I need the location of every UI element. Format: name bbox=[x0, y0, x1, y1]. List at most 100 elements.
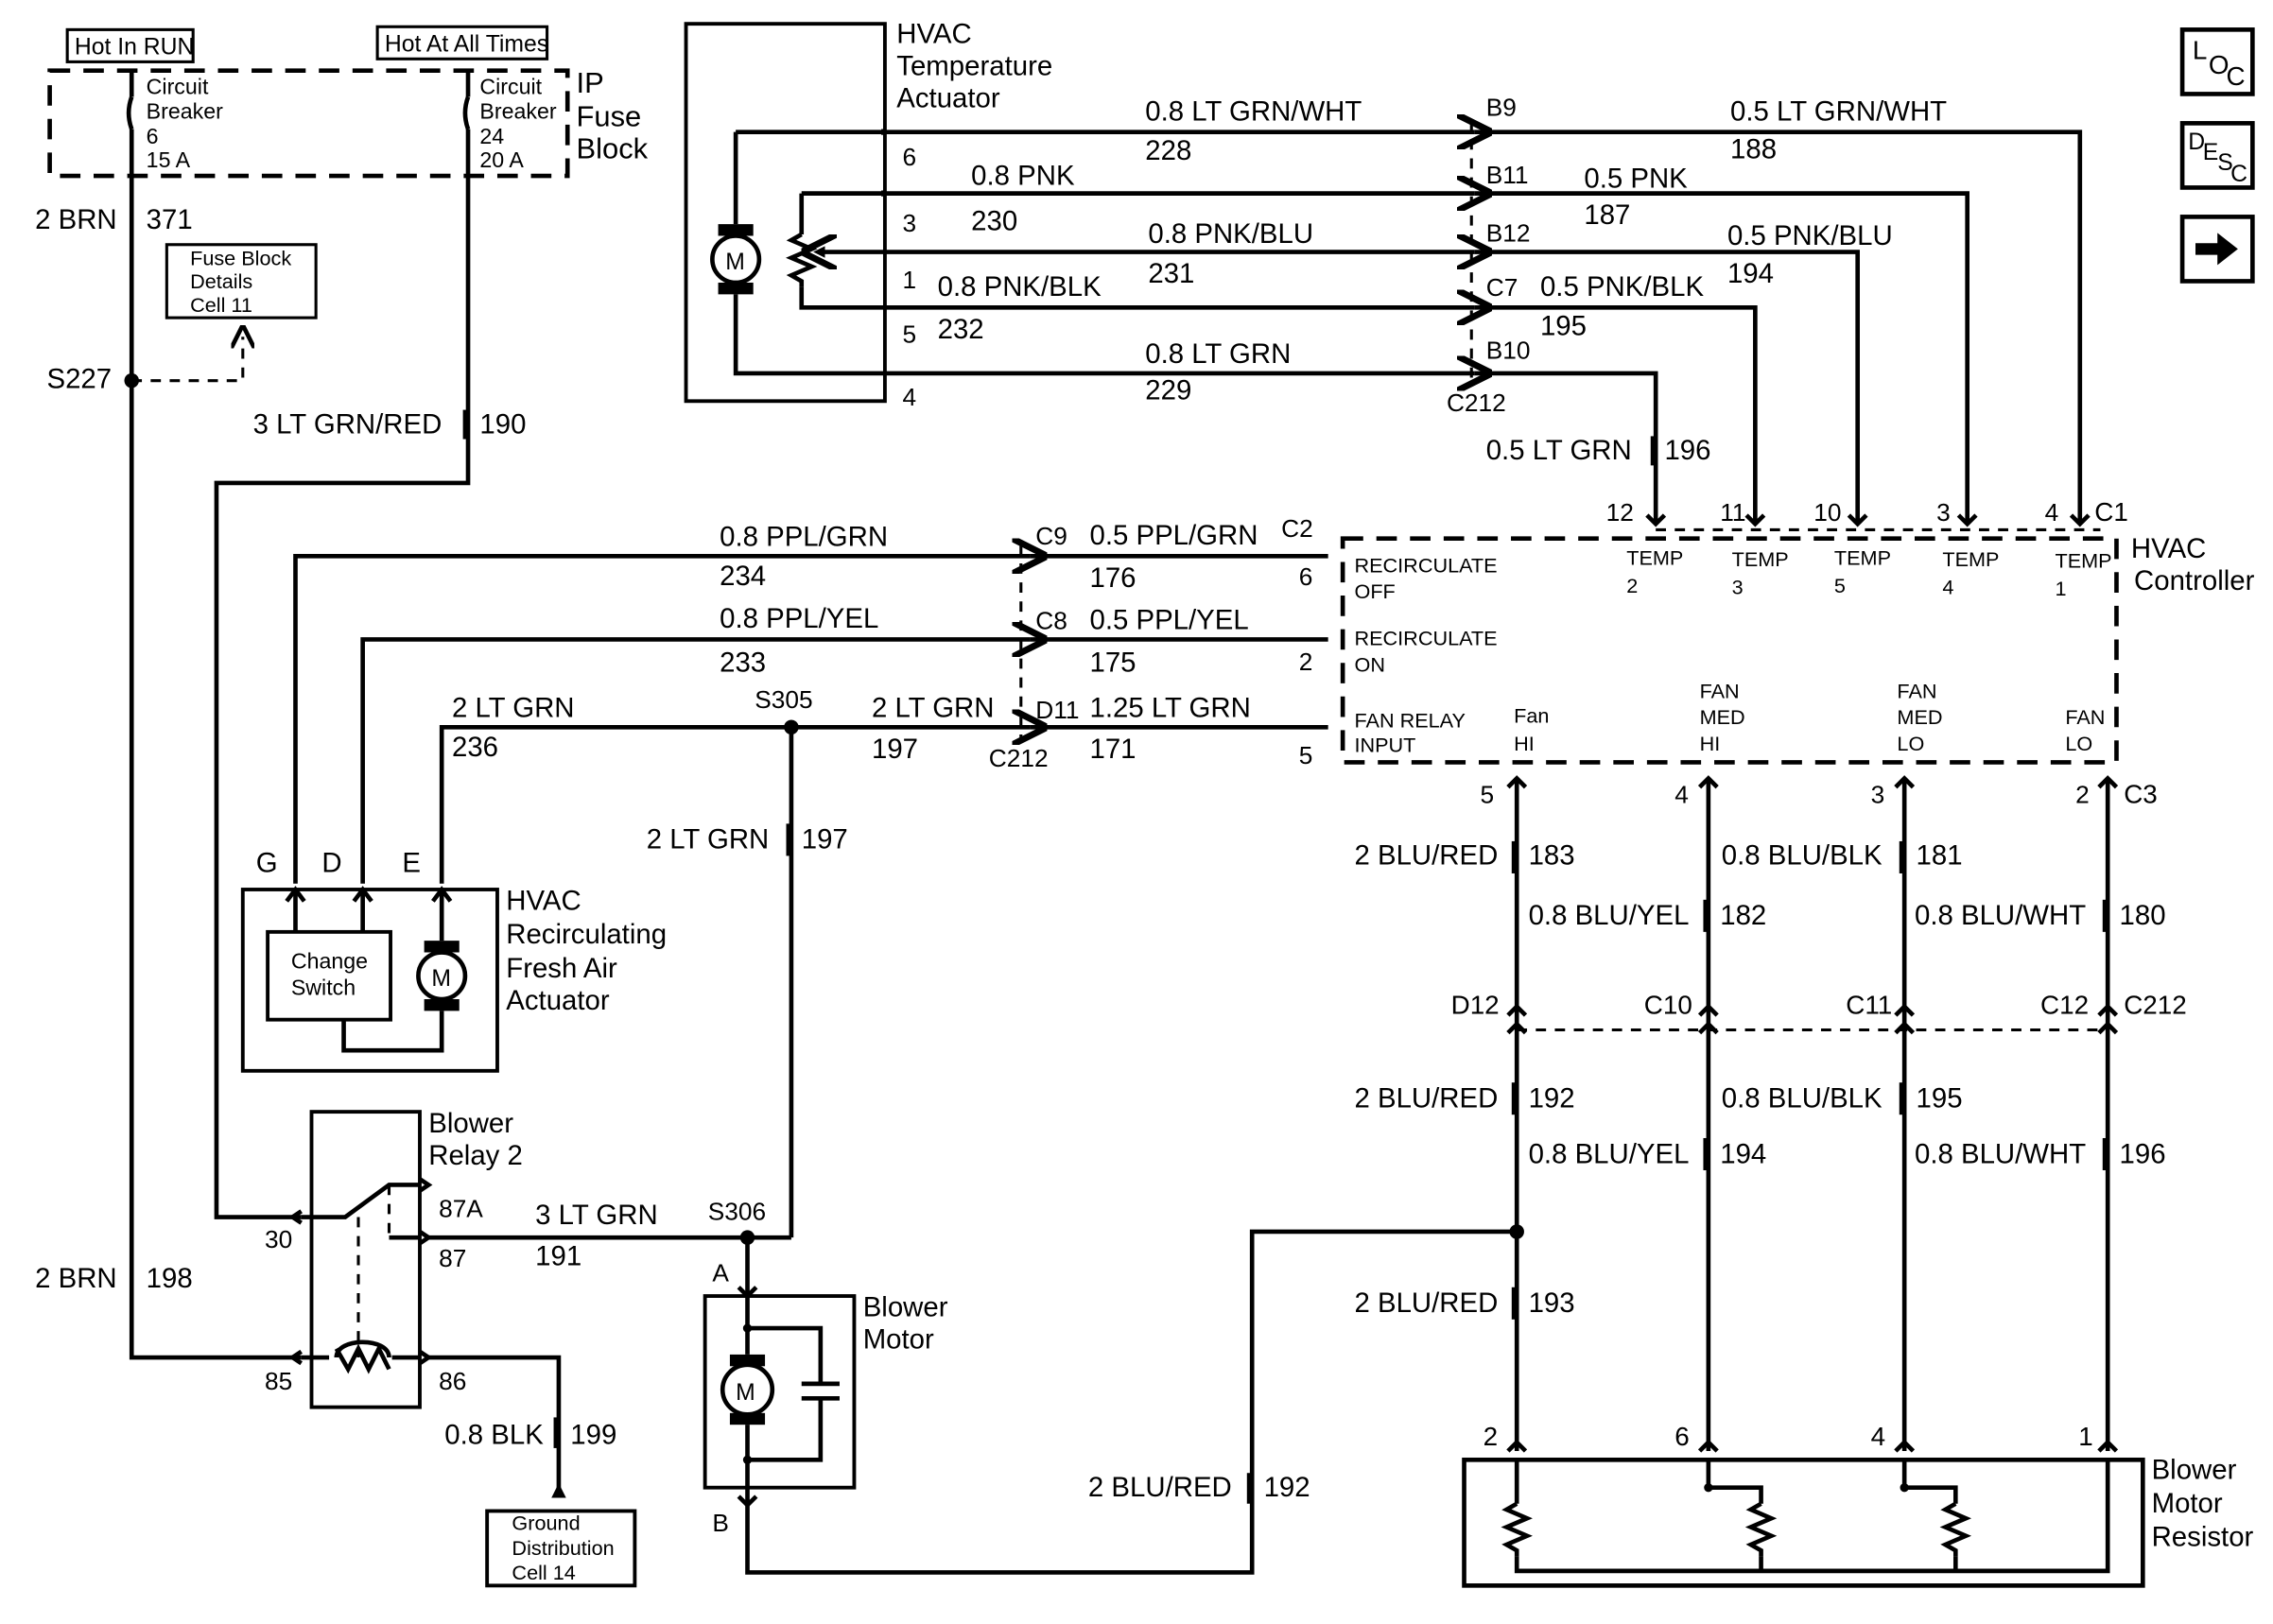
svg-text:S305: S305 bbox=[755, 685, 812, 714]
svg-text:188: 188 bbox=[1730, 134, 1777, 165]
svg-text:2: 2 bbox=[1484, 1422, 1498, 1451]
svg-text:Temperature: Temperature bbox=[896, 50, 1052, 81]
svg-text:15 A: 15 A bbox=[147, 147, 191, 172]
svg-text:C9: C9 bbox=[1035, 522, 1067, 550]
svg-text:Blower: Blower bbox=[2152, 1454, 2237, 1485]
fuse-block-details-link[interactable]: Fuse Block Details Cell 11 bbox=[165, 243, 318, 320]
svg-text:0.8 PNK: 0.8 PNK bbox=[971, 160, 1075, 191]
svg-text:24: 24 bbox=[479, 124, 504, 148]
svg-text:O: O bbox=[2209, 50, 2230, 79]
svg-text:234: 234 bbox=[720, 561, 766, 592]
svg-text:ON: ON bbox=[1354, 652, 1384, 676]
svg-text:A: A bbox=[712, 1259, 729, 1287]
svg-text:0.5 PPL/GRN: 0.5 PPL/GRN bbox=[1089, 520, 1258, 551]
svg-text:C3: C3 bbox=[2124, 780, 2158, 809]
svg-text:C7: C7 bbox=[1486, 273, 1518, 302]
svg-text:TEMP: TEMP bbox=[1626, 546, 1683, 570]
svg-text:180: 180 bbox=[2120, 900, 2166, 931]
svg-text:10: 10 bbox=[1813, 498, 1841, 527]
svg-text:0.8 LT GRN: 0.8 LT GRN bbox=[1145, 338, 1291, 370]
svg-text:230: 230 bbox=[971, 205, 1017, 236]
svg-text:228: 228 bbox=[1145, 135, 1191, 166]
loc-button[interactable]: L O C bbox=[2179, 27, 2255, 96]
svg-text:0.8 BLK: 0.8 BLK bbox=[444, 1419, 544, 1450]
svg-text:12: 12 bbox=[1606, 498, 1634, 527]
svg-text:195: 195 bbox=[1917, 1082, 1963, 1114]
svg-text:194: 194 bbox=[1727, 258, 1774, 289]
svg-text:3: 3 bbox=[1871, 781, 1885, 809]
controller-c1-wiring: 0.5 LT GRN/WHT 188 0.5 PNK 187 0.5 PNK/B… bbox=[1474, 95, 2101, 531]
svg-text:LO: LO bbox=[1897, 732, 1924, 755]
svg-text:B: B bbox=[712, 1509, 729, 1537]
svg-text:0.8 BLU/WHT: 0.8 BLU/WHT bbox=[1915, 1138, 2086, 1169]
svg-text:C212: C212 bbox=[1447, 389, 1506, 417]
svg-text:Fresh Air: Fresh Air bbox=[506, 953, 617, 984]
svg-text:0.5 LT GRN: 0.5 LT GRN bbox=[1486, 435, 1632, 466]
svg-text:0.8 BLU/YEL: 0.8 BLU/YEL bbox=[1529, 900, 1690, 931]
svg-text:6: 6 bbox=[1674, 1422, 1689, 1451]
svg-text:C12: C12 bbox=[2040, 990, 2089, 1019]
svg-text:199: 199 bbox=[570, 1419, 616, 1450]
svg-text:FAN: FAN bbox=[1897, 679, 1936, 702]
svg-text:5: 5 bbox=[1481, 781, 1495, 809]
svg-text:1: 1 bbox=[902, 266, 916, 294]
svg-text:TEMP: TEMP bbox=[2056, 549, 2112, 573]
splice-s227 bbox=[124, 372, 139, 389]
svg-text:2 BLU/RED: 2 BLU/RED bbox=[1354, 840, 1498, 872]
next-button[interactable] bbox=[2179, 215, 2255, 284]
svg-text:171: 171 bbox=[1089, 734, 1136, 765]
svg-text:M: M bbox=[736, 1380, 755, 1406]
svg-text:TEMP: TEMP bbox=[1834, 546, 1891, 570]
svg-text:233: 233 bbox=[720, 647, 766, 678]
svg-text:HVAC: HVAC bbox=[2131, 533, 2206, 564]
svg-text:2 LT GRN: 2 LT GRN bbox=[872, 692, 995, 723]
svg-text:C212: C212 bbox=[989, 744, 1049, 772]
svg-text:1: 1 bbox=[2056, 577, 2067, 600]
svg-text:IP: IP bbox=[577, 66, 604, 99]
blower-relay-2: Blower Relay 2 87A 87 30 85 86 3 LT GRN … bbox=[265, 1108, 791, 1498]
svg-text:0.8 PPL/GRN: 0.8 PPL/GRN bbox=[720, 521, 888, 552]
svg-text:0.8 LT GRN/WHT: 0.8 LT GRN/WHT bbox=[1145, 95, 1362, 127]
svg-text:0.5 PNK/BLU: 0.5 PNK/BLU bbox=[1727, 220, 1893, 251]
svg-text:HVAC: HVAC bbox=[896, 18, 971, 49]
svg-text:E: E bbox=[402, 847, 421, 878]
svg-text:2: 2 bbox=[2075, 781, 2090, 809]
svg-text:1: 1 bbox=[2078, 1422, 2092, 1451]
svg-text:0.8 BLU/YEL: 0.8 BLU/YEL bbox=[1529, 1138, 1690, 1169]
svg-text:2 LT GRN: 2 LT GRN bbox=[647, 824, 770, 855]
svg-text:C1: C1 bbox=[2094, 497, 2128, 527]
svg-text:C8: C8 bbox=[1035, 607, 1067, 635]
svg-text:5: 5 bbox=[902, 320, 916, 348]
svg-text:E: E bbox=[2203, 140, 2219, 165]
desc-button[interactable]: D E S C bbox=[2179, 121, 2255, 190]
svg-text:TEMP: TEMP bbox=[1732, 547, 1789, 571]
svg-text:6: 6 bbox=[1299, 562, 1313, 591]
svg-text:2: 2 bbox=[1626, 574, 1638, 597]
svg-text:1.25 LT GRN: 1.25 LT GRN bbox=[1089, 692, 1250, 723]
svg-text:FAN: FAN bbox=[1700, 679, 1740, 702]
svg-text:D: D bbox=[2188, 130, 2205, 155]
svg-text:Recirculating: Recirculating bbox=[506, 919, 667, 950]
svg-text:0.8 BLU/BLK: 0.8 BLU/BLK bbox=[1722, 840, 1883, 872]
svg-text:2: 2 bbox=[1299, 648, 1313, 676]
svg-text:191: 191 bbox=[535, 1241, 581, 1272]
svg-text:5: 5 bbox=[1299, 741, 1313, 769]
ground-distribution-link[interactable]: Ground Distribution Cell 14 bbox=[485, 1509, 637, 1588]
recirc-wiring: 0.8 PPL/GRN 234 0.8 PPL/YEL 233 2 LT GRN… bbox=[293, 520, 1328, 1238]
svg-text:Block: Block bbox=[577, 132, 649, 165]
svg-text:C: C bbox=[2226, 61, 2245, 91]
hvac-recirculating-fresh-air-actuator: G D E Change Switch M HVAC Recirculating… bbox=[240, 847, 667, 1073]
svg-text:HI: HI bbox=[1700, 732, 1721, 755]
svg-text:0.8 PPL/YEL: 0.8 PPL/YEL bbox=[720, 603, 878, 634]
svg-text:3: 3 bbox=[902, 209, 916, 237]
svg-text:L: L bbox=[2193, 35, 2207, 64]
svg-text:87: 87 bbox=[439, 1244, 466, 1272]
splice-s305 bbox=[784, 719, 799, 735]
svg-text:M: M bbox=[725, 250, 745, 275]
ip-fuse-block: Hot In RUN Hot At All Times Circuit Brea… bbox=[47, 25, 649, 179]
svg-text:Fan: Fan bbox=[1514, 704, 1549, 728]
svg-text:198: 198 bbox=[147, 1263, 193, 1294]
svg-text:Switch: Switch bbox=[291, 975, 356, 999]
svg-text:0.5 PNK: 0.5 PNK bbox=[1584, 163, 1688, 194]
svg-text:D: D bbox=[321, 847, 341, 878]
